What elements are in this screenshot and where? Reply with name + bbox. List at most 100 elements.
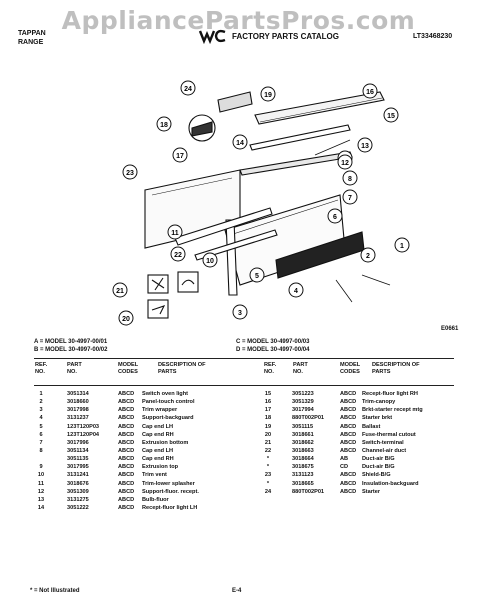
- svg-text:23: 23: [126, 170, 134, 177]
- parts-row: 9 3017995 ABCD Extrusion top: [35, 463, 235, 471]
- part-description: Recept-fluor light RH: [362, 391, 418, 397]
- part-number: 3017998: [67, 407, 89, 414]
- part-number: 3017994: [292, 407, 314, 414]
- catalog-title: FACTORY PARTS CATALOG: [232, 32, 339, 41]
- model-c: C = MODEL 30-4997-00/03: [236, 339, 310, 345]
- callout-7: 7: [342, 189, 358, 205]
- part-description: Trim-canopy: [362, 399, 396, 406]
- part-description: Extrusion top: [142, 464, 179, 471]
- part-ref: 16: [264, 399, 272, 406]
- part-description: Trim-lower splasher: [142, 480, 195, 487]
- model-codes: ABCD: [118, 415, 135, 422]
- part-description: Shield-B/G: [362, 472, 391, 479]
- svg-text:24: 24: [184, 86, 192, 93]
- part-ref: 6: [39, 431, 43, 438]
- svg-text:21: 21: [116, 288, 124, 295]
- callout-14: 14: [232, 134, 248, 150]
- part-ref: 12: [37, 488, 45, 495]
- part-number: 3018676: [67, 480, 89, 487]
- part-number: 880T002P01: [292, 415, 325, 422]
- callout-24: 24: [180, 80, 196, 96]
- part-description: Extrusion bottom: [142, 439, 189, 446]
- callout-12-marker: 12: [337, 154, 353, 170]
- figure-reference: E0661: [441, 326, 459, 332]
- fluorescent-bulb: [249, 124, 351, 151]
- part-description: Cap end RH: [142, 456, 174, 463]
- part-number: 3017995: [67, 464, 89, 471]
- model-codes: ABCD: [118, 447, 135, 454]
- svg-text:13: 13: [361, 143, 369, 150]
- part-description: Insulation-backguard: [362, 480, 419, 487]
- part-description: Trim wrapper: [142, 407, 178, 414]
- svg-text:6: 6: [333, 214, 337, 221]
- watermark: AppliancePartsPros.com: [61, 6, 416, 35]
- model-codes: ABCD: [118, 407, 135, 414]
- part-description: Cap end LH: [142, 447, 174, 454]
- part-description: Duct-air B/G: [362, 456, 395, 463]
- part-description: Switch-terminal: [362, 439, 404, 446]
- svg-text:19: 19: [264, 92, 272, 99]
- part-description: Trim vent: [142, 472, 167, 479]
- table-header-rule: [34, 385, 454, 386]
- model-codes: ABCD: [118, 464, 135, 471]
- part-ref: 9: [39, 464, 43, 471]
- part-description: Bulb-fluor: [142, 496, 169, 503]
- svg-text:7: 7: [348, 195, 352, 202]
- part-number: 3051223: [292, 391, 314, 397]
- model-legend-left: A = MODEL 30-4997-00/01 B = MODEL 30-499…: [34, 338, 107, 354]
- part-number: 3018675: [292, 464, 314, 471]
- svg-text:22: 22: [174, 252, 182, 259]
- part-number: 3018665: [292, 480, 314, 487]
- model-a: A = MODEL 30-4997-00/01: [34, 339, 108, 345]
- part-ref: 13: [37, 496, 45, 503]
- model-codes: ABCD: [118, 423, 135, 430]
- callout-15: 15: [383, 107, 399, 123]
- callout-11: 11: [167, 224, 183, 240]
- model-codes: ABCD: [118, 456, 135, 463]
- part-number: 3051222: [67, 504, 89, 511]
- svg-text:1: 1: [400, 243, 404, 250]
- callout-18: 18: [156, 116, 172, 132]
- part-ref: 19: [264, 423, 272, 430]
- callout-10: 10: [202, 252, 218, 268]
- part-description: Starter: [362, 488, 381, 495]
- part-ref: 17: [264, 407, 272, 414]
- model-codes: CD: [340, 464, 349, 471]
- part-ref: 22: [264, 447, 272, 454]
- model-codes: ABCD: [118, 504, 135, 511]
- table-top-rule: [34, 358, 454, 359]
- header-desc: DESCRIPTION OF PARTS: [158, 362, 206, 375]
- callout-3: 3: [232, 304, 248, 320]
- model-d: D = MODEL 30-4997-00/04: [236, 347, 310, 353]
- part-number: 3018664: [292, 456, 314, 463]
- part-ref: 23: [264, 472, 272, 479]
- model-codes: ABCD: [340, 488, 357, 495]
- part-ref: 3: [39, 407, 43, 414]
- document-number: LT33468230: [413, 33, 453, 40]
- model-codes: AB: [340, 456, 349, 463]
- svg-text:5: 5: [255, 273, 259, 280]
- part-description: Switch oven light: [142, 391, 188, 397]
- model-codes: ABCD: [340, 472, 357, 479]
- part-number: 880T002P01: [292, 488, 325, 495]
- exploded-parts-diagram: 1 2 3 4 5 6 7 8 9 10 11 13 14 15 16 17 1…: [112, 80, 410, 326]
- header-ref-right: REF. NO.: [264, 362, 277, 375]
- lower-splasher: [174, 207, 273, 246]
- part-number: 3018662: [292, 439, 314, 446]
- svg-text:11: 11: [171, 230, 179, 237]
- part-description: Support-fluor. recept.: [142, 488, 199, 495]
- part-number: 3018660: [67, 399, 89, 406]
- part-number: 3051135: [67, 456, 89, 463]
- part-number: 3051329: [292, 399, 314, 406]
